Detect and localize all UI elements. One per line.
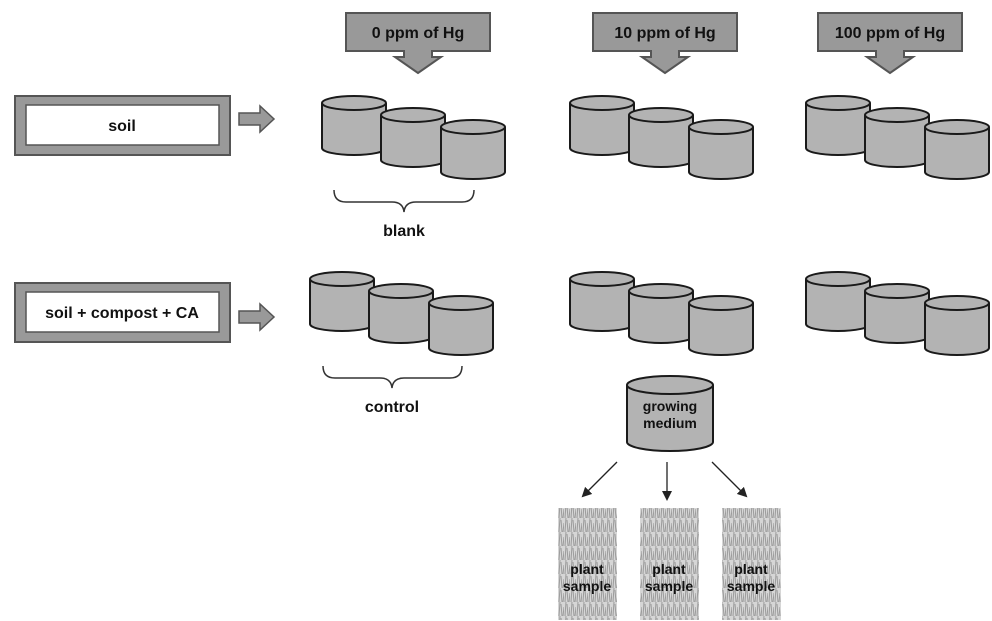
pot-group-soil-100ppm xyxy=(805,95,990,180)
pot-group-amended-10ppm xyxy=(569,271,754,356)
plant-sample-2: plant sample xyxy=(640,508,699,620)
pot xyxy=(309,271,375,332)
plant-sample-3: plant sample xyxy=(722,508,781,620)
control-brace xyxy=(322,365,463,389)
pot xyxy=(924,119,990,180)
growing-medium-label-line2: medium xyxy=(643,415,697,431)
column-label-10ppm: 10 ppm of Hg xyxy=(614,25,715,42)
pot xyxy=(368,283,434,344)
row-arrow-amended xyxy=(238,302,276,332)
plant-sample-2-line1: plant xyxy=(652,561,686,577)
sample-arrow-left xyxy=(581,461,618,498)
pot xyxy=(380,107,446,168)
pot xyxy=(569,95,635,156)
pot xyxy=(569,271,635,332)
pot-group-soil-0ppm xyxy=(321,95,506,180)
plant-sample-1-line1: plant xyxy=(570,561,604,577)
group-label-control: control xyxy=(365,399,419,416)
growing-medium-label-line1: growing xyxy=(643,398,697,414)
column-header-10ppm: 10 ppm of Hg xyxy=(592,12,738,75)
column-header-0ppm: 0 ppm of Hg xyxy=(345,12,491,75)
row-label-soil: soil xyxy=(108,118,136,135)
pot xyxy=(924,295,990,356)
pot-group-soil-10ppm xyxy=(569,95,754,180)
pot xyxy=(428,295,494,356)
pot-group-amended-100ppm xyxy=(805,271,990,356)
row-label-soil-box: soil xyxy=(14,95,231,156)
plant-sample-1: plant sample xyxy=(558,508,617,620)
column-label-100ppm: 100 ppm of Hg xyxy=(835,25,945,42)
row-arrow-soil xyxy=(238,104,276,134)
pot-group-amended-0ppm xyxy=(309,271,494,356)
blank-brace xyxy=(333,189,475,213)
pot xyxy=(688,295,754,356)
row-label-soil-compost-ca: soil + compost + CA xyxy=(45,305,199,322)
row-label-amended-box: soil + compost + CA xyxy=(14,282,231,343)
plant-sample-3-line1: plant xyxy=(734,561,768,577)
group-label-blank: blank xyxy=(383,223,425,240)
pot xyxy=(805,271,871,332)
plant-sample-2-line2: sample xyxy=(645,578,693,594)
pot xyxy=(688,119,754,180)
pot xyxy=(805,95,871,156)
pot xyxy=(864,283,930,344)
column-label-0ppm: 0 ppm of Hg xyxy=(372,25,464,42)
plant-sample-3-line2: sample xyxy=(727,578,775,594)
growing-medium-pot: growing medium xyxy=(626,375,714,452)
pot xyxy=(864,107,930,168)
column-header-100ppm: 100 ppm of Hg xyxy=(817,12,963,75)
pot xyxy=(628,283,694,344)
sample-arrow-right xyxy=(711,461,748,498)
pot xyxy=(321,95,387,156)
pot xyxy=(628,107,694,168)
plant-sample-1-line2: sample xyxy=(563,578,611,594)
pot xyxy=(440,119,506,180)
